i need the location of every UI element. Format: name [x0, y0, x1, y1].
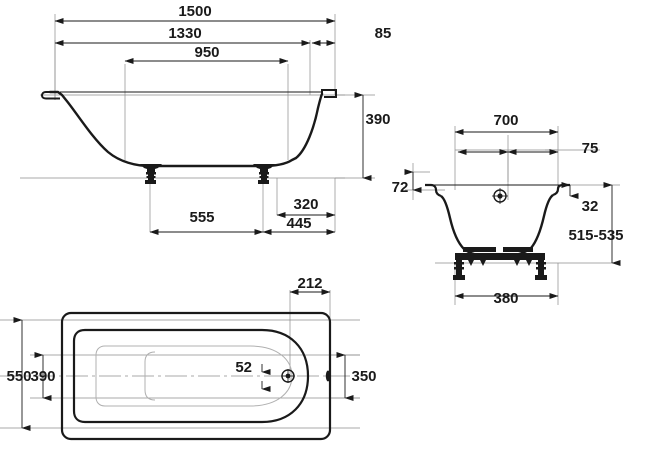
dim-base-span: 950: [194, 44, 219, 61]
side-extension-lines: [20, 14, 375, 232]
tub-legs-side: [140, 164, 275, 184]
dim-overall-width: 700: [493, 112, 518, 129]
dim-plan-overall-width: 550: [6, 368, 31, 385]
cross-dimension-lines: [404, 129, 621, 299]
dim-foot-right-offset: 320: [293, 196, 318, 213]
dim-drain-offset: 445: [286, 215, 311, 232]
dim-drain-offset-top: 212: [297, 275, 322, 292]
dim-overflow-offset: 52: [235, 359, 252, 376]
dim-plan-right-offset: 350: [351, 368, 376, 385]
plan-inner-bowl: [72, 328, 310, 424]
dim-tub-height: 390: [365, 111, 390, 128]
side-dimension-lines: [54, 18, 372, 235]
plan-dimension-lines: [13, 289, 354, 431]
plan-base-outline: [95, 345, 293, 407]
plan-view: 550 390 350 212 52: [0, 275, 377, 441]
dim-frame-width: 380: [493, 290, 518, 307]
tub-side-outline: [40, 89, 337, 168]
dim-foot-to-foot: 555: [189, 209, 214, 226]
dim-rim-offset-right: 85: [375, 25, 392, 42]
plan-seat-arc: [144, 351, 156, 401]
leg-right: [253, 164, 275, 184]
dim-rim-inset-left: 72: [392, 179, 409, 196]
drain-symbol-icon: [492, 188, 508, 204]
plan-overflow-symbol-icon: [325, 370, 331, 382]
leg-left: [140, 164, 162, 184]
dim-inner-length: 1330: [168, 25, 201, 42]
dim-plan-inner-width: 390: [30, 368, 55, 385]
cross-section-view: 700 75 72 32 515-535 380: [392, 112, 624, 307]
dim-total-height-range: 515-535: [568, 227, 623, 244]
dim-drain-height: 32: [582, 198, 599, 215]
dim-overall-length: 1500: [178, 3, 211, 20]
plan-drain-symbol-icon: [281, 369, 295, 383]
support-frame: [453, 247, 547, 280]
dim-rim-inset-right: 75: [582, 140, 599, 157]
side-elevation-view: 1500 1330 950 85 390 555 320 445: [20, 3, 392, 235]
